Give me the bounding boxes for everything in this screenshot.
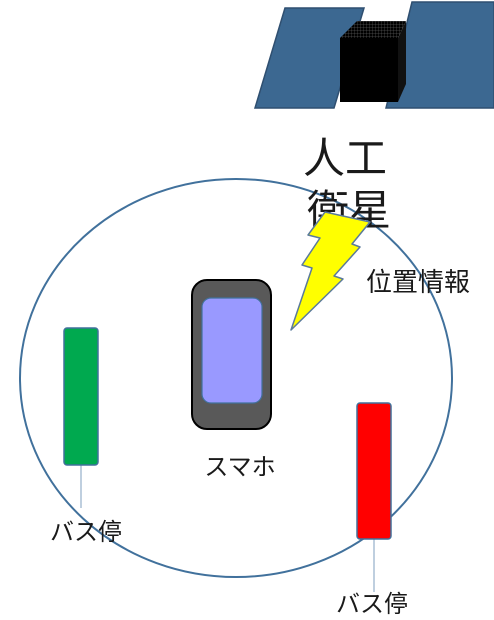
smartphone-label: スマホ xyxy=(204,453,275,481)
smartphone-icon xyxy=(191,279,272,430)
bus-stop-2 xyxy=(356,402,392,592)
satellite-body-top xyxy=(340,21,406,38)
satellite-label-line1: 人工 xyxy=(303,134,387,183)
bus-stop-2-sign xyxy=(356,402,392,540)
satellite-icon xyxy=(253,1,494,109)
bus-stop-1-label: バス停 xyxy=(50,518,122,546)
signal-label: 位置情報 xyxy=(366,268,470,298)
bus-stop-1-sign xyxy=(63,327,99,466)
bus-stop-2-label: バス停 xyxy=(336,590,408,615)
smartphone-screen xyxy=(201,297,263,404)
coverage-circle xyxy=(19,178,453,578)
satellite-body-side xyxy=(398,21,406,102)
satellite-body-front xyxy=(340,38,398,102)
lightning-bolt-icon xyxy=(290,211,371,331)
solar-panel-left xyxy=(253,7,366,109)
bus-stop-1 xyxy=(63,327,99,508)
